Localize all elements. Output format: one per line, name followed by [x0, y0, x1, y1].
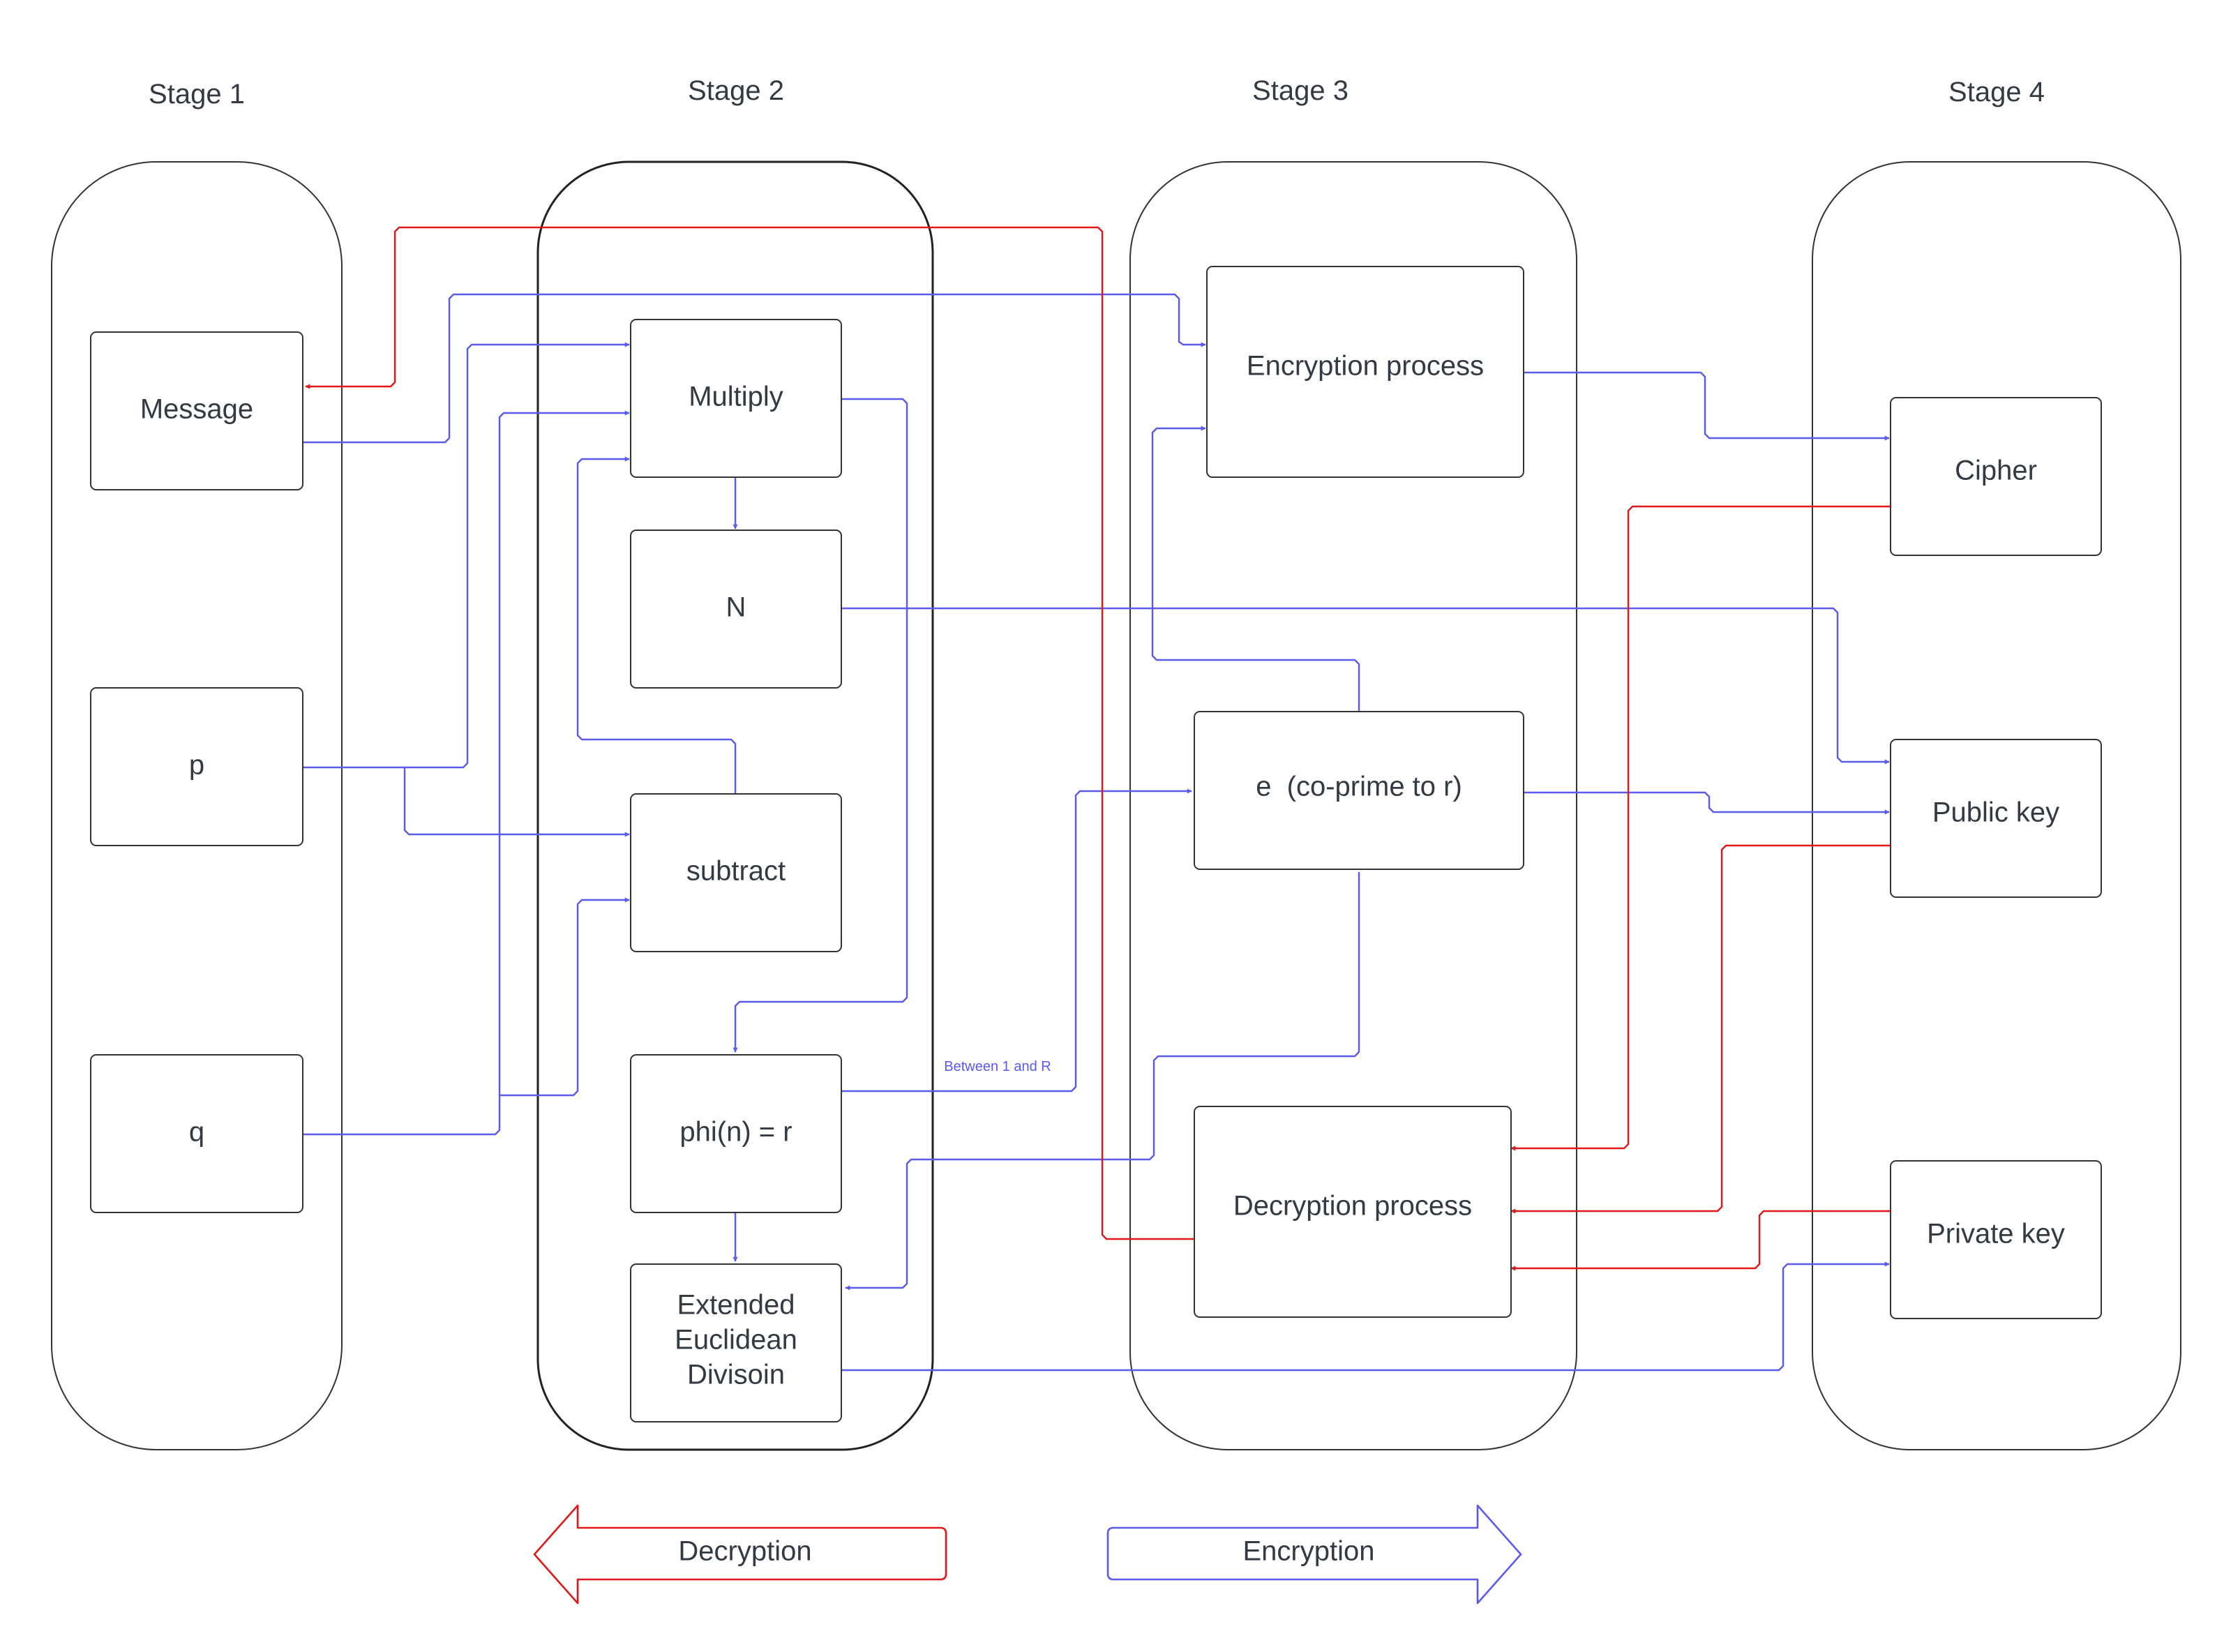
stage-2-title: Stage 2 — [688, 75, 784, 106]
node-euclid-label-line-1: Extended — [677, 1290, 795, 1321]
node-private-key: Private key — [1890, 1160, 2102, 1319]
encryption-connectors — [303, 293, 1890, 1372]
edge-q-to-multiply — [303, 410, 630, 1136]
stage-4-title: Stage 4 — [1948, 77, 2045, 107]
legend-encryption-arrow-shape — [1106, 1504, 1522, 1605]
node-e-label: e (co-prime to r) — [1256, 772, 1462, 802]
edge-n-to-public-key — [841, 607, 1890, 765]
node-q-label: q — [189, 1117, 204, 1148]
node-euclid-label-line-2: Euclidean — [675, 1325, 797, 1356]
node-e: e (co-prime to r) — [1194, 711, 1524, 870]
node-private-key-label: Private key — [1927, 1219, 2065, 1249]
edge-e-to-public-key — [1524, 791, 1890, 815]
node-public-key-label: Public key — [1932, 797, 2059, 828]
edge-encryption-process-to-cipher — [1524, 371, 1890, 441]
stage-2-lane — [536, 160, 934, 1451]
edge-p-to-subtract — [403, 767, 630, 837]
edge-subtract-to-multiply — [576, 456, 737, 794]
node-message: Message — [90, 331, 303, 490]
node-subtract: subtract — [630, 793, 842, 952]
node-public-key: Public key — [1890, 739, 2102, 898]
node-multiply-label: Multiply — [689, 382, 783, 412]
node-encryption-process: Encryption process — [1206, 266, 1524, 478]
node-multiply: Multiply — [630, 319, 842, 478]
phi-to-e-label: Between 1 and R — [944, 1059, 1051, 1074]
stage-3-title: Stage 3 — [1252, 75, 1348, 106]
node-phi-label: phi(n) = r — [679, 1117, 792, 1148]
node-extended-euclidean: Extended Euclidean Divisoin — [630, 1263, 842, 1422]
edge-cipher-to-decryption-process — [1510, 505, 1891, 1151]
legend-encryption-label: Encryption — [1243, 1536, 1375, 1567]
node-euclid-label-line-3: Divisoin — [687, 1360, 785, 1390]
legend-encryption: Encryption — [1106, 1504, 1522, 1605]
node-p-label: p — [189, 750, 204, 781]
node-decryption-process-label: Decryption process — [1233, 1191, 1472, 1222]
legend-decryption: Decryption — [533, 1504, 947, 1605]
edge-phi-to-e — [841, 788, 1192, 1092]
edge-multiply-to-phi — [732, 398, 908, 1053]
node-decryption-process: Decryption process — [1194, 1106, 1512, 1318]
node-cipher-label: Cipher — [1955, 456, 2037, 486]
edge-e-to-euclid — [845, 872, 1360, 1291]
edge-euclid-to-private-key — [841, 1261, 1890, 1372]
stage-1-lane — [51, 161, 343, 1450]
node-n: N — [630, 530, 842, 689]
edge-q-to-subtract — [499, 897, 630, 1097]
node-message-label: Message — [140, 394, 253, 425]
node-cipher: Cipher — [1890, 397, 2102, 556]
edge-private-key-to-decryption-process — [1510, 1210, 1891, 1271]
node-subtract-label: subtract — [686, 856, 786, 887]
edge-decryption-process-to-message — [305, 226, 1194, 1240]
edge-message-to-encryption-process — [303, 293, 1206, 444]
stage-1-title: Stage 1 — [149, 79, 245, 110]
edge-p-to-multiply — [303, 342, 630, 769]
edge-e-to-encryption-process — [1151, 426, 1360, 712]
node-encryption-process-label: Encryption process — [1247, 351, 1484, 382]
stage-3-lane — [1129, 161, 1577, 1450]
stage-4-lane — [1812, 161, 2181, 1450]
node-n-label: N — [726, 592, 746, 623]
decryption-connectors — [305, 226, 1891, 1271]
node-p: p — [90, 687, 303, 846]
legend-decryption-label: Decryption — [678, 1536, 811, 1567]
node-q: q — [90, 1054, 303, 1213]
legend-decryption-arrow-shape — [533, 1504, 947, 1605]
node-phi: phi(n) = r — [630, 1054, 842, 1213]
edge-public-key-to-decryption-process — [1510, 844, 1891, 1214]
